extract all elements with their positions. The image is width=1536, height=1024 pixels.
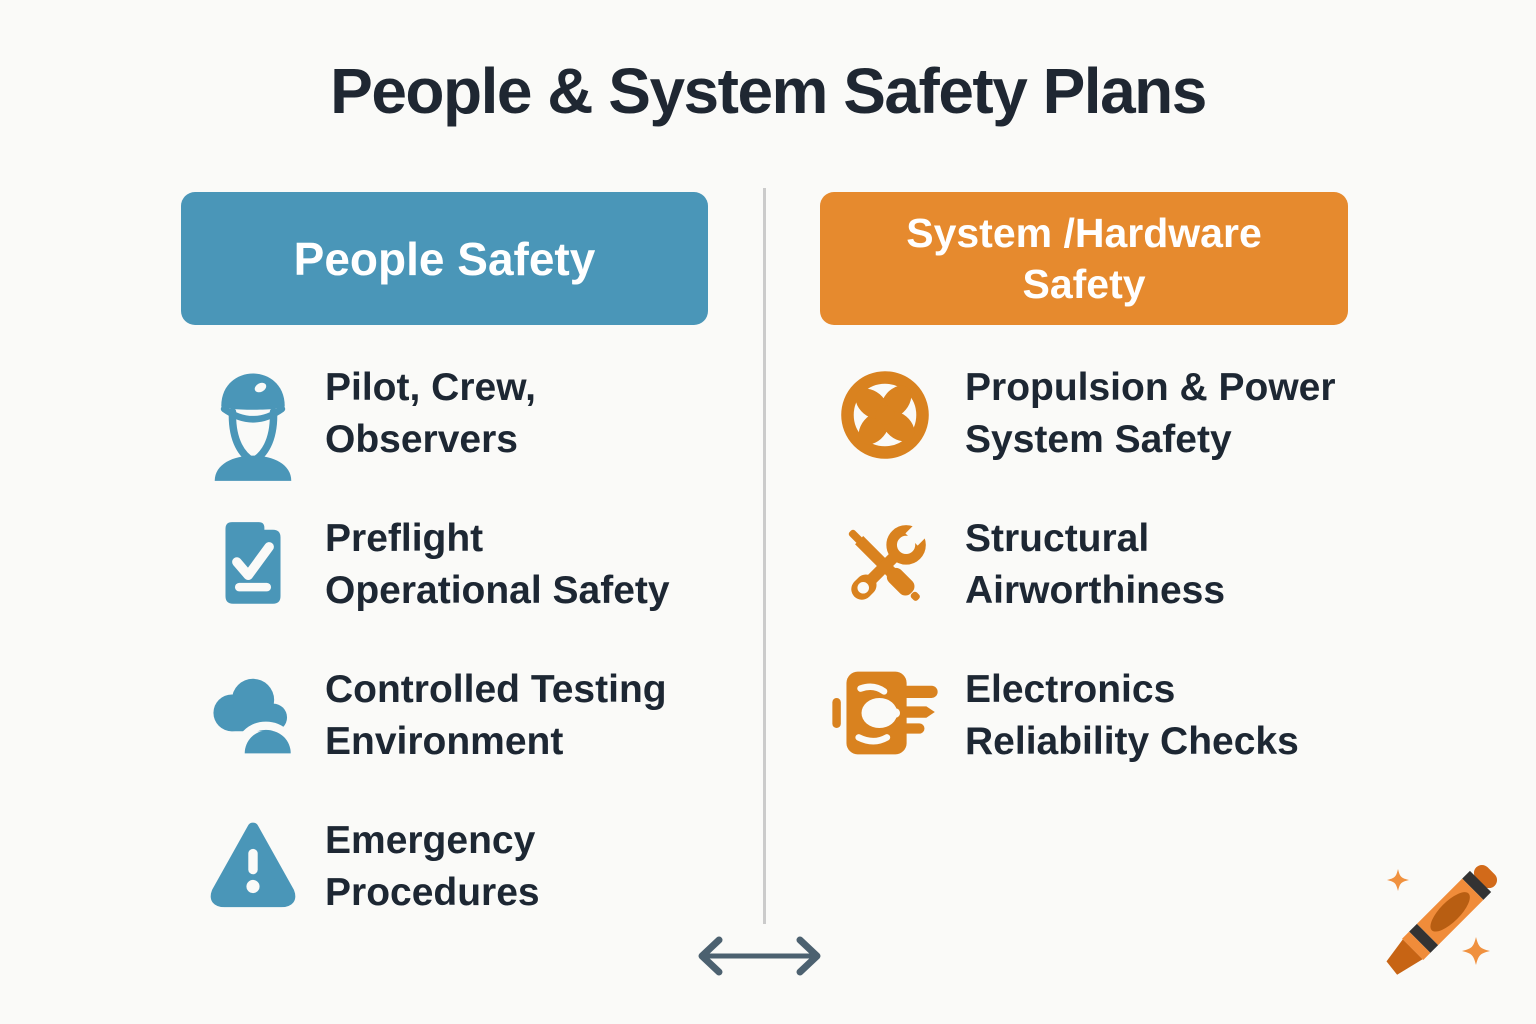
- crayon-icon: [1372, 850, 1504, 1023]
- list-item-electronics-reliability-checks: Electronics Reliability Checks: [831, 666, 1336, 817]
- system-header-line-2: Safety: [1022, 260, 1146, 307]
- column-divider: [763, 188, 766, 924]
- list-item-label: Emergency Procedures: [325, 819, 540, 914]
- pilot-icon: [205, 364, 301, 482]
- list-item-pilot-crew-observers: Pilot, Crew, Observers: [205, 364, 670, 515]
- list-item-label: Structural Airworthiness: [965, 517, 1226, 612]
- list-item-controlled-testing-environment: Controlled Testing Environment: [205, 666, 670, 817]
- propeller-icon: [831, 364, 939, 466]
- list-item-label: Propulsion & Power System Safety: [965, 366, 1336, 461]
- left-right-arrow-icon: [692, 933, 827, 984]
- cloud-icon: [205, 666, 301, 756]
- people-safety-header: People Safety: [181, 192, 708, 325]
- list-item-preflight-operational-safety: Preflight Operational Safety: [205, 515, 670, 666]
- system-header-line-1: System /Hardware: [906, 210, 1262, 257]
- list-item-label: Preflight Operational Safety: [325, 517, 670, 612]
- system-hardware-safety-column: Propulsion & Power System Safety: [831, 364, 1336, 817]
- checklist-icon: [205, 515, 301, 609]
- tools-icon: [831, 515, 939, 617]
- list-item-propulsion-power-system-safety: Propulsion & Power System Safety: [831, 364, 1336, 515]
- list-item-structural-airworthiness: Structural Airworthiness: [831, 515, 1336, 666]
- list-item-label: Pilot, Crew, Observers: [325, 366, 536, 461]
- people-safety-column: Pilot, Crew, Observers Preflight Operati…: [205, 364, 670, 968]
- system-hardware-safety-header: System /Hardware Safety: [820, 192, 1348, 325]
- list-item-label: Electronics Reliability Checks: [965, 668, 1299, 763]
- people-safety-header-label: People Safety: [293, 232, 596, 285]
- circuit-icon: [831, 666, 939, 760]
- warning-icon: [205, 817, 301, 909]
- list-item-emergency-procedures: Emergency Procedures: [205, 817, 670, 968]
- list-item-label: Controlled Testing Environment: [325, 668, 667, 763]
- page-title: People & System Safety Plans: [330, 55, 1207, 127]
